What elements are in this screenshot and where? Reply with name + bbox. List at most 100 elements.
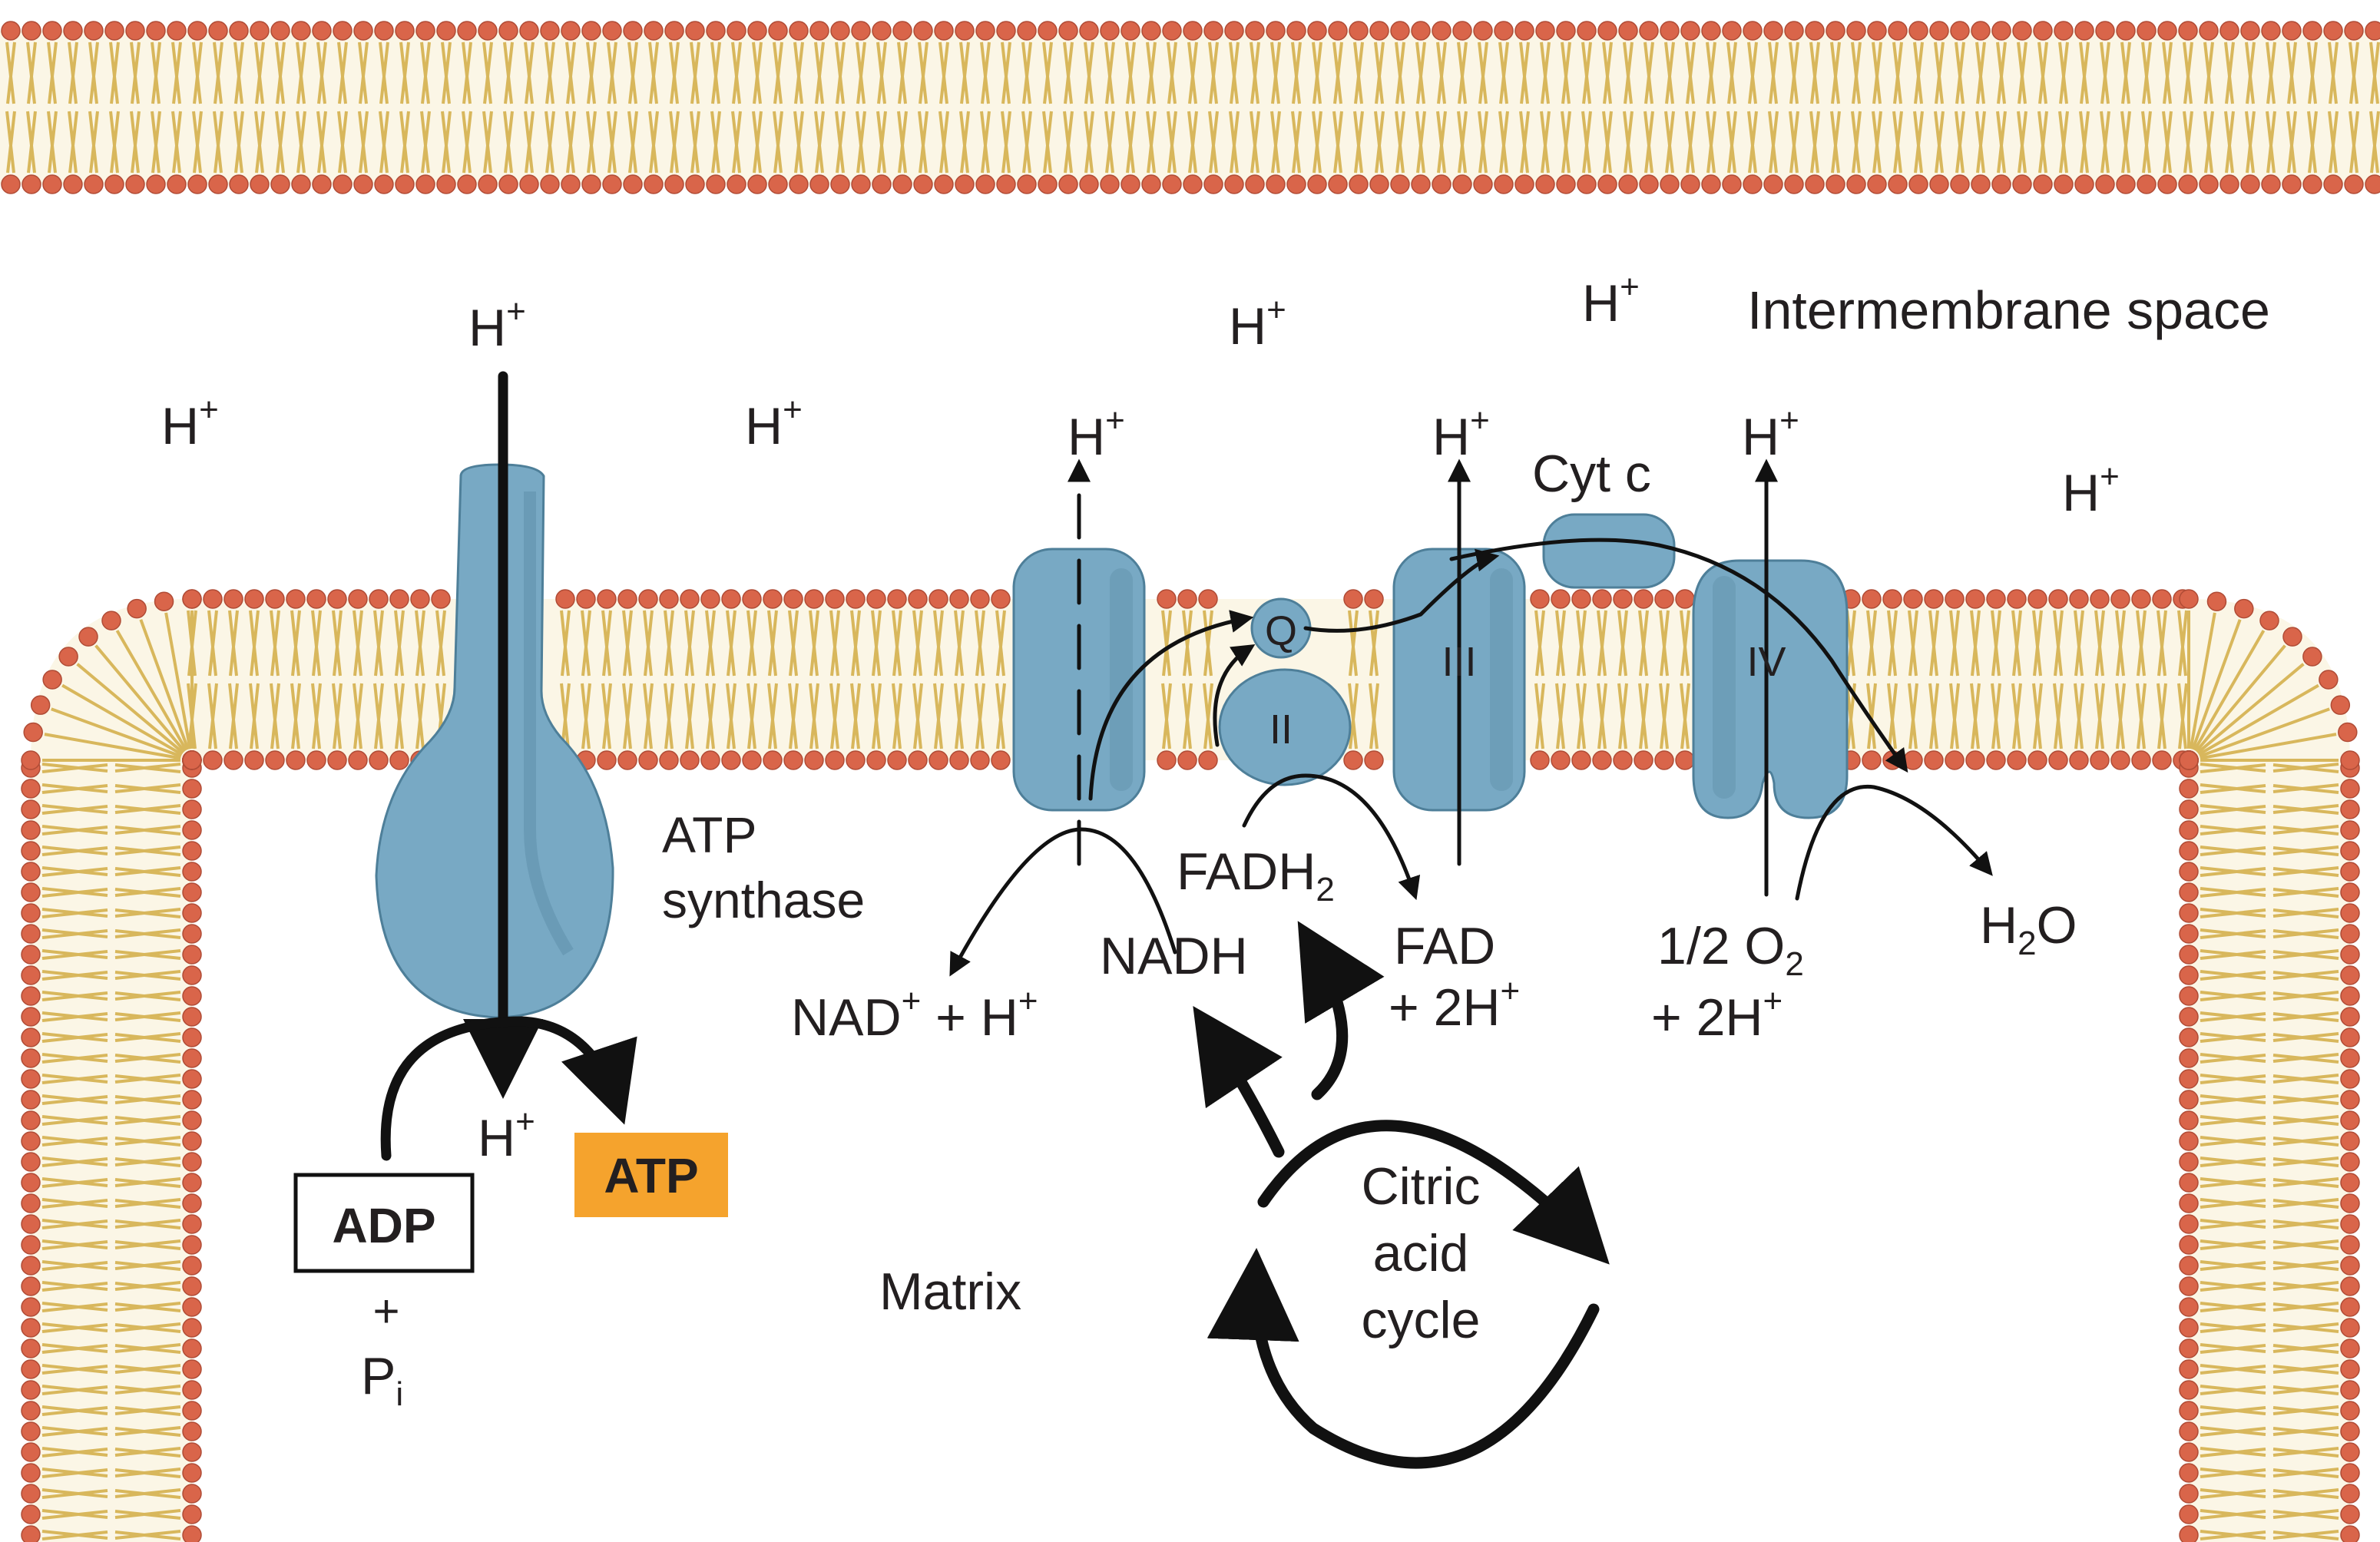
lipid-tail [1375, 111, 1385, 174]
lipid-tail [851, 683, 861, 749]
lipid-tail [1597, 610, 1607, 677]
phospholipid-head [2179, 1090, 2199, 1110]
reaction-arrows [380, 371, 1993, 1469]
phospholipid-head [1058, 21, 1078, 41]
phospholipid-head [2340, 820, 2360, 840]
lipid-tail [1950, 610, 1960, 677]
lipid-tail [2157, 683, 2167, 749]
lipid-tail [2329, 41, 2339, 104]
lipid-tail [939, 41, 949, 104]
lipid-tail [753, 111, 763, 174]
phospholipid-head [182, 965, 202, 985]
lipid-tail [1618, 610, 1628, 677]
phospholipid-head [2131, 750, 2151, 770]
lipid-tail [836, 41, 846, 104]
phospholipid-head [182, 1442, 202, 1462]
adp-to-atp-arrow [380, 1016, 637, 1161]
phospholipid-head [1660, 174, 1680, 194]
lipid-tail [955, 610, 965, 677]
lipid-tail [1188, 41, 1198, 104]
lipid-tail [1582, 111, 1592, 174]
lipid-tail [934, 683, 944, 749]
phospholipid-head [809, 21, 829, 41]
lipid-tail [2080, 111, 2090, 174]
lipid-tail [2142, 41, 2152, 104]
lipid-tail [2200, 867, 2266, 877]
lipid-tail [1914, 41, 1924, 104]
lipid-tail [68, 111, 78, 174]
lipid-tail [1167, 41, 1177, 104]
phospholipid-head [887, 750, 907, 770]
lipid-tail [1354, 41, 1364, 104]
lipid-tail [602, 683, 612, 749]
phospholipid-head [2074, 174, 2094, 194]
lipid-tail [2200, 1448, 2266, 1458]
cycle-to-nadh-arrow [1193, 1006, 1285, 1158]
lipid-tail [1292, 111, 1302, 174]
lipid-tail [581, 610, 591, 677]
phospholipid-head [1266, 21, 1286, 41]
lipid-tail [2272, 1261, 2339, 1271]
phospholipid-head [1183, 174, 1203, 194]
phospholipid-head [312, 174, 332, 194]
lipid-tail [2349, 111, 2359, 174]
lipid-tail [41, 867, 108, 877]
lipid-tail [379, 111, 389, 174]
phospholipid-head [1763, 21, 1783, 41]
lipid-tail [2272, 1323, 2339, 1333]
lipid-tail [1639, 683, 1649, 749]
lipid-tail [1867, 683, 1877, 749]
lipid-tail [2100, 111, 2110, 174]
phospholipid-head [21, 945, 41, 965]
phospholipid-head [1654, 750, 1674, 770]
lipid-tail [727, 683, 737, 749]
phospholipid-head [2340, 1131, 2360, 1151]
matrix-label: Matrix [879, 1262, 1021, 1321]
phospholipid-head [846, 750, 866, 770]
phospholipid-head [659, 750, 679, 770]
phospholipid-head [1592, 589, 1612, 609]
phospholipid-head [353, 174, 373, 194]
phospholipid-head [1224, 21, 1244, 41]
lipid-tail [2200, 1116, 2266, 1126]
lipid-tail [1105, 41, 1115, 104]
lipid-tail [1852, 41, 1862, 104]
phospholipid-head [2340, 1380, 2360, 1400]
lipid-tail [732, 41, 742, 104]
lipid-tail [789, 610, 799, 677]
phospholipid-head [21, 903, 41, 923]
lipid-tail [41, 1199, 108, 1209]
phospholipid-head [617, 589, 637, 609]
lipid-tail [1541, 111, 1551, 174]
phospholipid-head [1141, 174, 1161, 194]
phospholipid-head [2179, 1131, 2199, 1151]
lipid-tail [114, 1385, 181, 1395]
phospholipid-head [1986, 750, 2006, 770]
phospholipid-head [42, 670, 62, 690]
phospholipid-head [208, 174, 228, 194]
lipid-tail [1991, 683, 2001, 749]
intermembrane-space-label: Intermembrane space [1747, 280, 2270, 340]
phospholipid-head [519, 174, 539, 194]
lipid-tail [1644, 41, 1654, 104]
phospholipid-head [2131, 589, 2151, 609]
h-plus-label: H+ [745, 391, 803, 455]
phospholipid-head [395, 21, 415, 41]
phospholipid-head [1390, 21, 1410, 41]
phospholipid-head [1514, 174, 1534, 194]
lipid-tail [114, 1095, 181, 1105]
lipid-tail [131, 41, 141, 104]
phospholipid-head [540, 174, 560, 194]
lipid-tail [41, 1219, 108, 1229]
phospholipid-head [830, 174, 850, 194]
phospholipid-head [2179, 1110, 2199, 1130]
phospholipid-head [2340, 1297, 2360, 1317]
lipid-tail [649, 41, 659, 104]
lipid-tail [114, 1365, 181, 1375]
lipid-tail [114, 1137, 181, 1147]
lipid-tail [2200, 1199, 2266, 1209]
lipid-tail [706, 610, 716, 677]
lipid-tail [1639, 610, 1649, 677]
phospholipid-head [2179, 1214, 2199, 1234]
phospholipid-head [84, 174, 104, 194]
